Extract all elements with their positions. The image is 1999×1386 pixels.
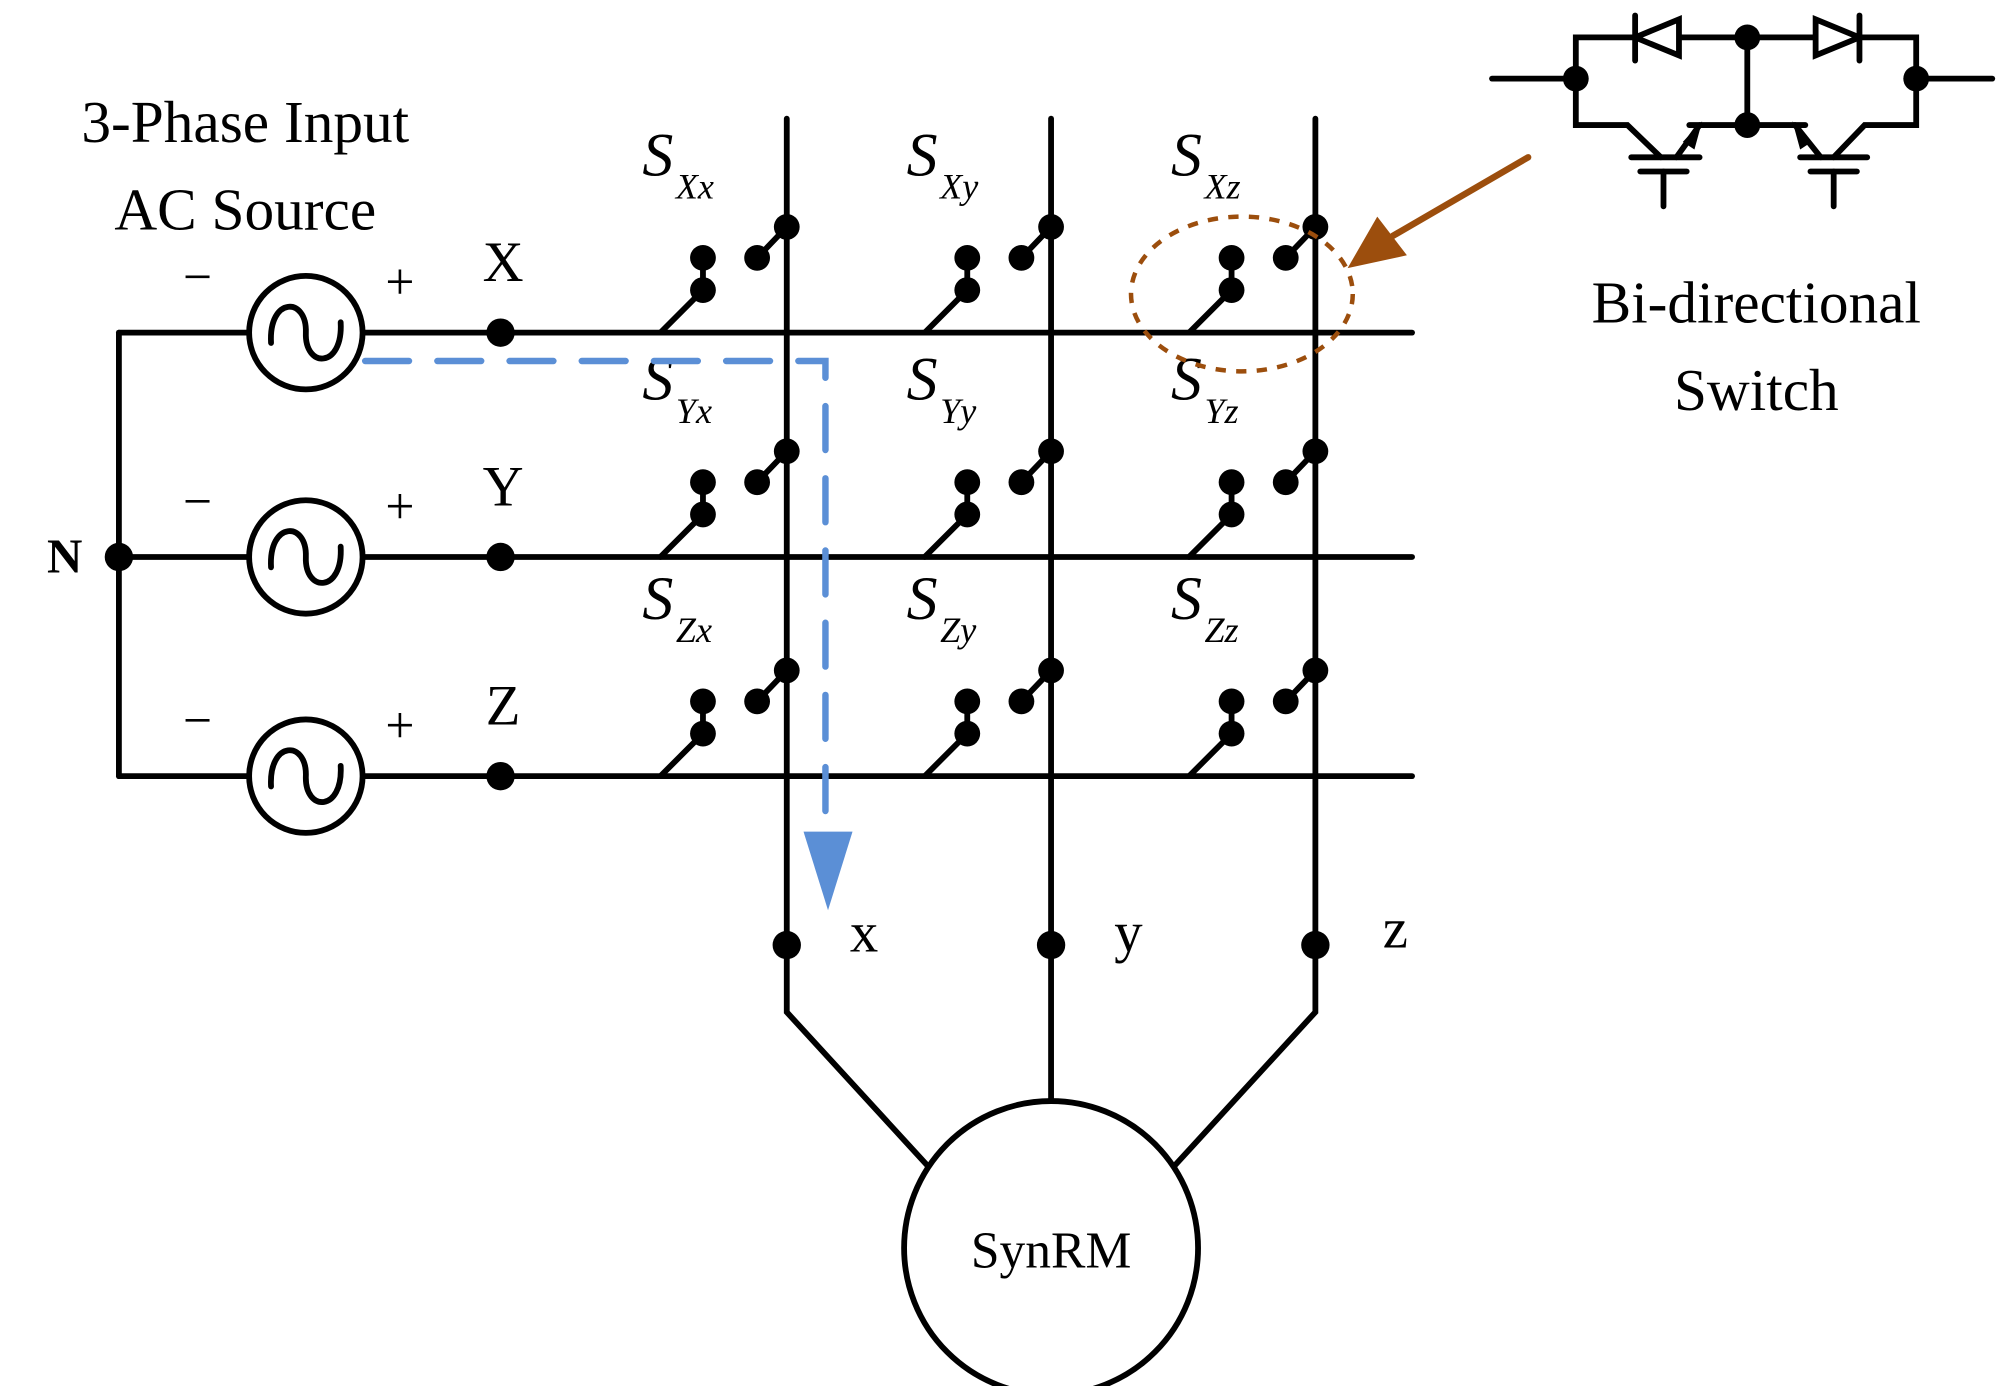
- output-label-z: z: [1383, 898, 1408, 961]
- output-wiring: [772, 115, 1330, 1170]
- minus-sign: −: [183, 692, 212, 749]
- neutral-label: N: [47, 528, 82, 583]
- phase-source-0: − + X: [183, 231, 1415, 393]
- switch-label: SYy: [907, 346, 978, 431]
- plus-sign: +: [385, 254, 414, 311]
- phase-label: X: [483, 231, 524, 294]
- minus-sign: −: [183, 249, 212, 306]
- switch-label: SZx: [642, 565, 712, 650]
- phase-label: Y: [483, 455, 524, 518]
- callout-line-1: Bi-directional: [1592, 269, 1921, 335]
- bidirectional-switch-nodes: [1562, 24, 1930, 150]
- switch-label: SXy: [907, 121, 980, 206]
- matrix-switch[interactable]: SZy: [907, 565, 1064, 780]
- callout-arrow: [1347, 154, 1532, 269]
- output-label-y: y: [1114, 902, 1143, 965]
- matrix-switch[interactable]: SXz: [1171, 121, 1329, 336]
- synrm-motor: [901, 1098, 1201, 1386]
- title-line-2: AC Source: [114, 176, 376, 242]
- matrix-switch[interactable]: SZx: [642, 565, 800, 780]
- matrix-switch[interactable]: SXx: [642, 121, 800, 336]
- matrix-switch[interactable]: SZz: [1171, 565, 1329, 780]
- phase-label: Z: [486, 675, 521, 738]
- switch-label: SYx: [642, 346, 712, 431]
- matrix-switch[interactable]: SXy: [907, 121, 1064, 336]
- callout-line-2: Switch: [1674, 357, 1839, 423]
- matrix-switch[interactable]: SYy: [907, 346, 1064, 560]
- current-path-arrow: [361, 357, 853, 911]
- matrix-switch[interactable]: SYz: [1171, 346, 1329, 560]
- switch-highlight-ellipse: [1128, 214, 1356, 374]
- plus-sign: +: [385, 698, 414, 755]
- switch-label: SYz: [1171, 346, 1239, 431]
- plus-sign: +: [385, 478, 414, 535]
- matrix-switch[interactable]: SYx: [642, 346, 800, 560]
- switch-label: SZz: [1171, 565, 1239, 650]
- output-label-x: x: [850, 902, 878, 965]
- sine-wave-icon: [268, 747, 344, 805]
- phase-source-2: − + Z: [183, 675, 1415, 836]
- motor-label: SynRM: [971, 1222, 1131, 1279]
- switch-label: SZy: [907, 565, 978, 650]
- title-line-1: 3-Phase Input: [81, 89, 409, 155]
- sine-wave-icon: [268, 303, 344, 362]
- neutral-bus: [104, 329, 251, 780]
- switch-label: SXx: [642, 121, 714, 206]
- phase-source-1: − + Y: [183, 455, 1415, 617]
- minus-sign: −: [183, 473, 212, 530]
- sine-wave-icon: [268, 528, 344, 586]
- switch-label: SXz: [1171, 121, 1241, 206]
